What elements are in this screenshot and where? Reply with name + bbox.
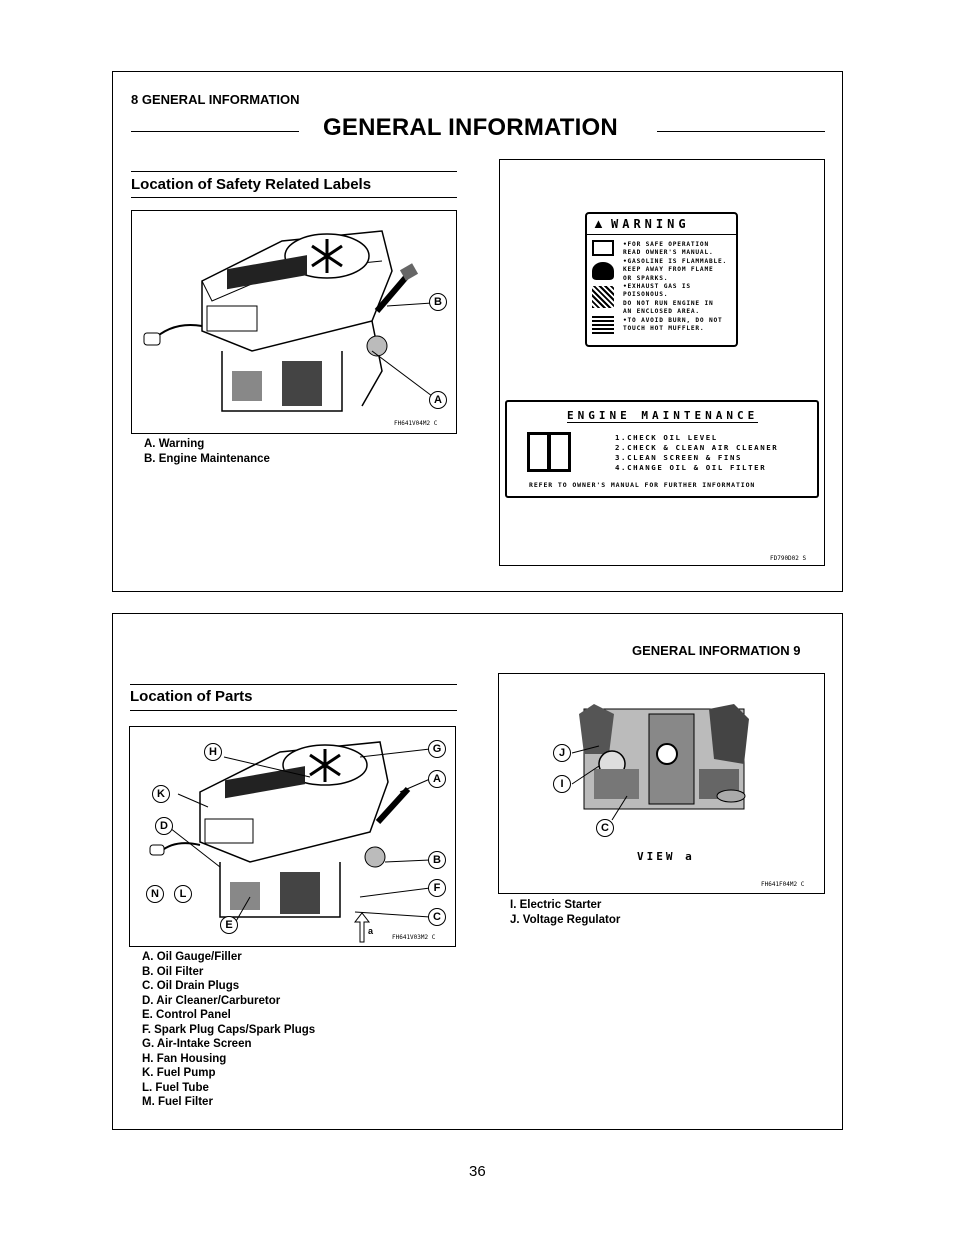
engine-figure: B A FH641V04M2 C: [131, 210, 457, 434]
warning-triangle-icon: ▲: [592, 216, 605, 231]
callout-l: L: [174, 885, 192, 903]
warning-heading: WARNING: [611, 217, 690, 231]
callout-e: E: [220, 916, 238, 934]
callout-n: N: [146, 885, 164, 903]
bottom-page-panel: GENERAL INFORMATION 9 Location of Parts: [112, 613, 843, 1130]
view-figure-code: FH641F04M2 C: [761, 881, 805, 888]
caption-electric-starter: I. Electric Starter: [510, 899, 602, 911]
callout-a-2: A: [428, 770, 446, 788]
exhaust-gas-icon: [592, 286, 614, 308]
figure-code: FH641V04M2 C: [394, 420, 438, 427]
figure-code-2: FH641V03M2 C: [392, 934, 436, 941]
section-rule-bottom-2: [130, 710, 457, 711]
callout-k: K: [152, 785, 170, 803]
top-page-panel: 8 GENERAL INFORMATION GENERAL INFORMATIO…: [112, 71, 843, 592]
caption-oil-filter: B. Oil Filter: [142, 965, 204, 978]
maintenance-heading: ENGINE MAINTENANCE: [567, 409, 759, 423]
engine-side-view-illustration: [571, 704, 749, 821]
caption-oil-gauge: A. Oil Gauge/Filler: [142, 951, 242, 963]
title-rule-right: [657, 131, 825, 132]
figure-captions: A. Warning B. Engine Maintenance: [144, 437, 270, 466]
section-title-2: Location of Parts: [130, 688, 253, 705]
manual-book-icon: [592, 240, 614, 256]
hot-muffler-icon: [592, 314, 614, 334]
section-rule-top: [131, 171, 457, 172]
labels-figure: ▲ WARNING •FOR SAFE OPERATION READ OWNER…: [499, 159, 825, 566]
caption-spark-plug: F. Spark Plug Caps/Spark Plugs: [142, 1023, 316, 1036]
view-label: VIEW a: [637, 850, 695, 863]
maintenance-footer: REFER TO OWNER'S MANUAL FOR FURTHER INFO…: [529, 481, 756, 489]
view-captions: I. Electric Starter J. Voltage Regulator: [510, 898, 620, 927]
section-title: Location of Safety Related Labels: [131, 176, 372, 193]
warning-header: ▲ WARNING: [587, 214, 736, 235]
page-number: 36: [469, 1163, 486, 1180]
caption-voltage-regulator: J. Voltage Regulator: [510, 913, 621, 926]
callout-g: G: [428, 740, 446, 758]
label-figure-code: FD790D02 S: [770, 555, 807, 562]
warning-text: •FOR SAFE OPERATION READ OWNER'S MANUAL.…: [623, 241, 728, 333]
section-rule-bottom: [131, 197, 457, 198]
manual-book-icon-large: [527, 432, 571, 472]
running-head: 8 GENERAL INFORMATION: [131, 92, 300, 107]
caption-air-intake: G. Air-Intake Screen: [142, 1038, 252, 1050]
callout-d: D: [155, 817, 173, 835]
maintenance-label: ENGINE MAINTENANCE 1.CHECK OIL LEVEL 2.C…: [505, 400, 819, 498]
callout-c: C: [428, 908, 446, 926]
warning-icons: [592, 240, 618, 334]
callout-b: B: [429, 293, 447, 311]
callout-f: F: [428, 879, 446, 897]
callout-c-view: C: [596, 819, 614, 837]
callout-b-2: B: [428, 851, 446, 869]
caption-b: B. Engine Maintenance: [144, 452, 270, 465]
caption-oil-drain: C. Oil Drain Plugs: [142, 980, 240, 992]
caption-air-cleaner: D. Air Cleaner/Carburetor: [142, 994, 281, 1007]
callout-h: H: [204, 743, 222, 761]
callout-a: A: [429, 391, 447, 409]
section-rule-top-2: [130, 684, 457, 685]
engine-parts-illustration: [149, 741, 431, 943]
callout-j: J: [553, 744, 571, 762]
callout-i: I: [553, 775, 571, 793]
engine-illustration: [143, 230, 433, 412]
arrow-label-a: a: [368, 926, 374, 936]
parts-figure: H G A K D B F N L C E a FH641V03M2 C: [129, 726, 456, 947]
flame-icon: [592, 262, 614, 280]
running-head-right: GENERAL INFORMATION 9: [632, 643, 801, 658]
page-title: GENERAL INFORMATION: [323, 114, 618, 141]
caption-control-panel: E. Control Panel: [142, 1009, 231, 1021]
title-rule-left: [131, 131, 299, 132]
caption-fan-housing: H. Fan Housing: [142, 1052, 227, 1065]
parts-captions: A. Oil Gauge/Filler B. Oil Filter C. Oil…: [142, 950, 315, 1110]
caption-fuel-tube: L. Fuel Tube: [142, 1081, 209, 1094]
caption-fuel-pump: K. Fuel Pump: [142, 1067, 216, 1079]
caption-a: A. Warning: [144, 438, 205, 450]
caption-fuel-filter: M. Fuel Filter: [142, 1096, 213, 1108]
warning-label: ▲ WARNING •FOR SAFE OPERATION READ OWNER…: [585, 212, 738, 347]
view-figure: J I C VIEW a FH641F04M2 C: [498, 673, 825, 894]
maintenance-items: 1.CHECK OIL LEVEL 2.CHECK & CLEAN AIR CL…: [615, 433, 779, 472]
